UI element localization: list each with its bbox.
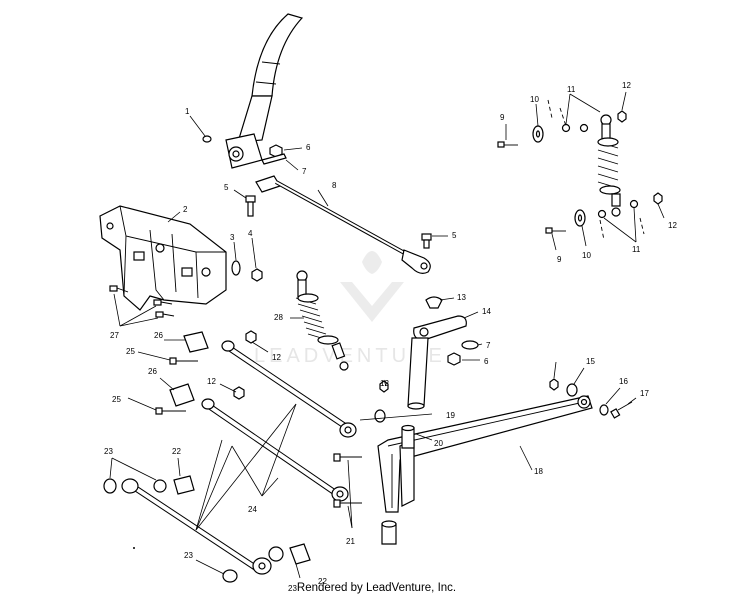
callout-7-top: 7 [302,167,307,176]
callout-25-top: 25 [126,347,135,356]
part-20-bushing [401,424,433,449]
credit-line: 23Rendered by LeadVenture, Inc. [288,582,456,594]
callout-26-lower: 26 [148,367,157,376]
lower-control-rod [121,478,272,575]
watermark: LEADVENTURE [254,251,446,367]
callout-27: 27 [110,331,119,340]
part-22-bushings [173,457,311,579]
callout-7-lower: 7 [486,341,491,350]
callout-2: 2 [183,205,188,214]
part-2-frame-bracket [99,205,227,311]
part-25-26-hardware [127,330,269,415]
callout-12-center: 12 [380,379,389,388]
part-5-bolt-top [233,189,256,217]
callout-24: 24 [248,505,257,514]
credit-part-number: 23 [288,584,297,593]
part-1-clip [189,115,212,143]
callout-4: 4 [248,229,253,238]
callout-11-top: 11 [567,85,576,94]
credit-text: Rendered by LeadVenture, Inc. [296,582,457,594]
watermark-text: LEADVENTURE [254,345,446,367]
right-shock-hardware [497,91,665,251]
callout-5-top: 5 [224,183,229,192]
callout-6-top: 6 [306,143,311,152]
callout-5-right: 5 [452,231,457,240]
callout-8: 8 [332,181,337,190]
part-3-spacer [231,241,241,276]
callout-12-mid: 12 [207,377,216,386]
watermark-flame-icon [362,251,382,274]
callout-26-top: 26 [154,331,163,340]
watermark-logo-icon [340,282,404,322]
part-19-washer [359,379,433,423]
callout-labels: 1 2 3 4 5 5 6 6 7 7 8 9 9 10 10 11 11 12… [104,81,677,586]
part-24-leaders [133,403,297,549]
callout-15: 15 [586,357,595,366]
callout-18: 18 [534,467,543,476]
part-28-shock-center [290,270,349,371]
part-6-7-hardware-top [261,144,303,171]
callout-20: 20 [434,439,443,448]
shock-right [597,114,621,217]
callout-3: 3 [230,233,235,242]
callout-6-lower: 6 [484,357,489,366]
callout-14: 14 [482,307,491,316]
callout-1: 1 [185,107,190,116]
callout-25-lower: 25 [112,395,121,404]
callout-12-top: 12 [622,81,631,90]
callout-23-bottom: 23 [184,551,193,560]
part-5-bolt-right [421,233,448,249]
callout-10-lower: 10 [582,251,591,260]
part-12-15-16-17-hardware [549,361,637,419]
callout-19: 19 [446,411,455,420]
part-8-tie-rod [255,175,431,274]
part-21-bolts [333,453,362,529]
callout-22-left: 22 [172,447,181,456]
callout-23-left: 23 [104,447,113,456]
callout-16: 16 [619,377,628,386]
callout-28: 28 [274,313,283,322]
callout-12-right: 12 [668,221,677,230]
part-13-14-spindle [407,296,483,410]
callout-10-top: 10 [530,95,539,104]
callout-9-lower: 9 [557,255,562,264]
callout-17: 17 [640,389,649,398]
callout-12-left: 12 [272,353,281,362]
callout-22-bottom: 22 [318,577,327,586]
part-18-a-arm [377,395,593,545]
callout-9-top: 9 [500,113,505,122]
lower-upper-control-rod [201,398,349,502]
steering-post [225,13,304,169]
part-4-nut [251,237,263,282]
callout-11-lower: 11 [632,245,641,254]
callout-13: 13 [457,293,466,302]
upper-control-rod [221,340,357,438]
callout-21: 21 [346,537,355,546]
part-27-bolts [109,285,175,327]
part-23-bushings [103,457,238,583]
